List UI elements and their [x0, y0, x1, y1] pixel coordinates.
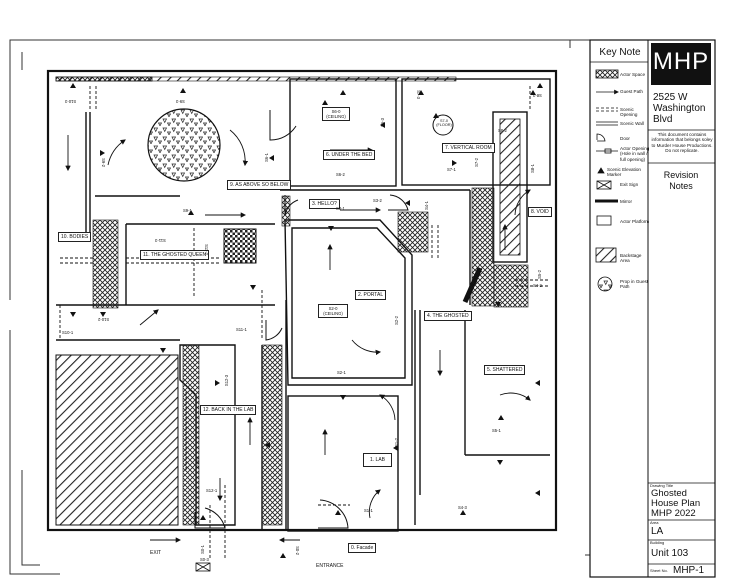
notice: This document contains information that …: [651, 132, 713, 154]
room-label-back-in-the-lab: 12. BACK IN THE LAB: [200, 405, 257, 415]
floor-marker-circle: [432, 114, 454, 136]
marker-tag: S12-3: [224, 374, 230, 387]
exit-sign: [195, 562, 211, 572]
title-block: [589, 39, 716, 578]
marker-tag: S0-2: [294, 546, 300, 555]
room-label-under-the-bed: 6. UNDER THE BED: [323, 150, 376, 160]
marker-tag: S5-2: [536, 270, 542, 279]
key-scenic-wall: Scenic Wall: [620, 121, 644, 126]
room-label-ghosted-queen: 11. THE GHOSTED QUEEN: [140, 250, 210, 260]
marker-tag: S1-1: [364, 508, 373, 513]
key-note-icons: [595, 69, 619, 292]
key-mirror: Mirror: [620, 199, 632, 204]
marker-tag: S11-3: [155, 238, 166, 243]
room-label-the-ghosted: 4. THE GHOSTED: [424, 311, 472, 321]
elevation-markers: [70, 83, 543, 558]
building-outline: [46, 69, 558, 532]
room-label-void: 8. VOID: [528, 207, 552, 217]
building-label: Building: [650, 540, 665, 545]
actor-spaces: [92, 187, 529, 526]
drawing-title-label: Drawing Title: [650, 483, 674, 488]
marker-tag: S10-1: [62, 330, 74, 335]
marker-tag: S7-1: [447, 167, 456, 172]
backstage-area: [55, 354, 179, 526]
sheet-no: MHP-1: [673, 565, 705, 576]
interior-walls: [56, 78, 551, 532]
room-label-facade: 0. Facade: [348, 543, 377, 553]
key-actor-space: Actor Space: [620, 72, 646, 77]
exit-label: EXIT: [150, 550, 162, 556]
area-label: Area: [650, 520, 659, 525]
key-guest-path: Guest Path: [620, 89, 643, 94]
prop-round-table: [147, 108, 221, 182]
room-label-hello: 3. HELLO?: [309, 199, 340, 209]
marker-tag: S9-1: [183, 208, 192, 213]
marker-tag: S8-2: [498, 128, 507, 133]
building: Unit 103: [651, 548, 689, 559]
room-label-bodies: 10. BODIES: [58, 232, 92, 242]
marker-tag: S4-1: [423, 201, 429, 210]
mirror: [462, 266, 483, 304]
marker-tag: S7-3: [415, 90, 421, 99]
key-elevation-marker: Scenic Elevation Marker: [607, 167, 641, 178]
marker-tag: S1-2: [393, 438, 399, 447]
room-label-portal: 2. PORTAL: [355, 290, 387, 300]
room-label-vertical-room: 7. VERTICAL ROOM: [442, 143, 495, 153]
drawing-title: Ghosted House Plan MHP 2022: [651, 488, 701, 519]
room-label-as-above-so-below: 9. AS ABOVE SO BELOW: [227, 180, 292, 190]
marker-tag: S11-1: [236, 327, 247, 332]
ceiling-tag-portal: S2-0 (CEILING): [318, 304, 348, 319]
key-backstage-area: Backstage Area: [620, 253, 642, 264]
sheet-frame: [9, 39, 645, 575]
prop-checker-floor: [223, 228, 257, 264]
marker-tag: S4-3: [458, 505, 467, 510]
floor-tag-vertical-room: S7-0 (FLOOR): [436, 119, 452, 127]
key-prop-in-guest-path: Prop in Guest Path: [620, 279, 649, 290]
marker-tag: S5-1: [492, 428, 501, 433]
doors: [194, 110, 409, 529]
sheet-no-label: Sheet No.: [650, 568, 668, 573]
marker-tag: S6-3: [379, 118, 385, 127]
address: 2525 W Washington Blvd: [653, 92, 706, 125]
marker-tag: S11-2: [203, 244, 209, 255]
room-label-shattered: 5. SHATTERED: [484, 365, 526, 375]
area: LA: [651, 526, 664, 537]
marker-tag: S6-1: [263, 153, 269, 162]
marker-tag: S7-2: [473, 158, 479, 167]
marker-tag: S3-1: [336, 206, 345, 211]
key-scenic-opening: Scenic Opening: [620, 107, 638, 118]
marker-tag: S0-1: [199, 545, 205, 554]
ceiling-tag-under-the-bed: S6-0 (CEILING): [322, 107, 350, 122]
marker-tag: S10-3: [65, 99, 77, 104]
room-label-lab: 1. LAB: [363, 453, 393, 467]
marker-tag: S4-2: [533, 283, 542, 288]
marker-tag: S2-1: [337, 370, 346, 375]
marker-tag: S12-2: [195, 456, 201, 469]
marker-tag: S8-1: [529, 164, 535, 173]
marker-tag: S9-2: [100, 158, 106, 167]
marker-tag: S10-2: [98, 317, 110, 322]
key-door: Door: [620, 136, 630, 141]
marker-tag: S3-2: [373, 198, 382, 203]
marker-tag: S0-3: [200, 557, 209, 562]
key-actor-opening: Actor Opening (Hole in wall / full openi…: [620, 146, 650, 162]
marker-tag: S12-1: [206, 488, 218, 493]
marker-tag: S2-2: [393, 316, 399, 325]
key-note-heading: Key Note: [599, 47, 641, 58]
marker-tag: S6-2: [336, 172, 345, 177]
key-actor-platform: Actor Platform: [620, 219, 650, 224]
revision-notes: Revision Notes: [663, 170, 699, 191]
marker-tag: S9-3: [176, 99, 185, 104]
entrance-label: ENTRANCE: [316, 563, 344, 569]
logo: MHP: [652, 48, 710, 75]
marker-tag: S8-3: [533, 93, 542, 98]
key-exit-sign: Exit Sign: [620, 182, 639, 187]
